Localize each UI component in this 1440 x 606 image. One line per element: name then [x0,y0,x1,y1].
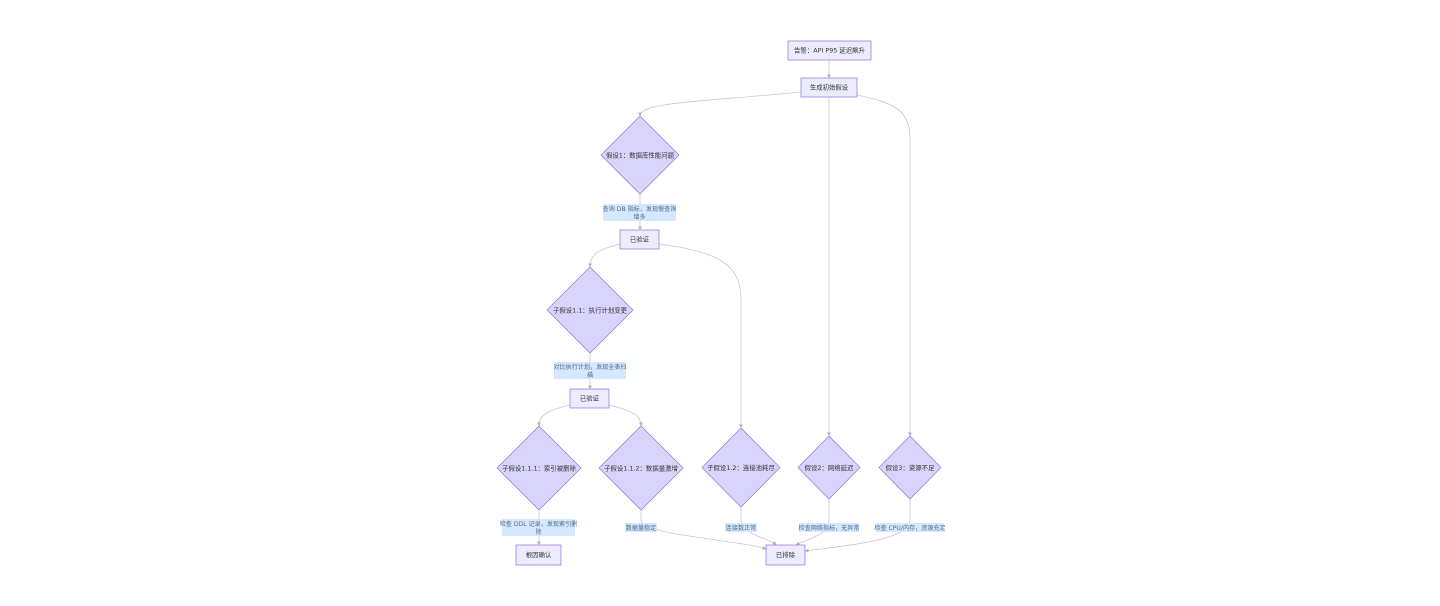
node-generate-hypotheses[interactable]: 生成初始假设 [800,77,858,98]
node-hypothesis-1-1-2[interactable]: 子假设1.1.2：数据量激增 [598,425,684,511]
svg-text:生成初始假设: 生成初始假设 [810,83,849,92]
node-hypothesis-3[interactable]: 假设3：资源不足 [878,435,942,500]
svg-text:已验证: 已验证 [580,394,600,403]
edge-generate-to-h3 [856,94,912,437]
svg-text:假设2：网络延迟: 假设2：网络延迟 [805,463,854,472]
svg-text:描: 描 [587,371,593,379]
svg-text:告警：API P95 延迟飙升: 告警：API P95 延迟飙升 [794,46,866,55]
node-hypothesis-1-2[interactable]: 子假设1.2：连接池耗尽 [701,427,781,508]
node-hypothesis-1[interactable]: 假设1：数据库性能问题 [600,115,680,195]
svg-text:已验证: 已验证 [630,235,650,244]
edge-label-ddl-log: 检查 DDL 记录，发现索引删 除 [500,519,578,536]
edge-verified1-to-h11 [588,243,621,268]
edge-label-db-metrics: 查询 DB 指标，发现慢查询 增多 [603,204,677,221]
edge-h12-to-excluded [740,507,777,546]
edge-verified2-to-h112 [608,404,643,427]
edge-verified2-to-h111 [537,404,571,427]
svg-text:对比执行计划，发现全表扫: 对比执行计划，发现全表扫 [553,363,626,371]
edge-verified1-to-h12 [658,243,743,429]
edge-h2-to-excluded [795,499,830,546]
svg-text:子假设1.1.1：索引被删除: 子假设1.1.1：索引被删除 [502,464,576,473]
svg-text:假设1：数据库性能问题: 假设1：数据库性能问题 [606,151,675,160]
node-root-cause-confirmed[interactable]: 根因确认 [515,544,562,566]
edge-label-conn-normal: 连接数正常 [725,523,757,532]
svg-text:根因确认: 根因确认 [526,550,552,559]
node-hypothesis-2[interactable]: 假设2：网络延迟 [797,435,861,500]
svg-text:子假设1.1.2：数据量激增: 子假设1.1.2：数据量激增 [604,464,678,473]
svg-text:子假设1.1：执行计划变更: 子假设1.1：执行计划变更 [553,306,628,315]
node-verified-1[interactable]: 已验证 [619,229,660,250]
svg-text:检查 DDL 记录，发现索引删: 检查 DDL 记录，发现索引删 [500,520,578,528]
svg-text:连接数正常: 连接数正常 [726,524,756,532]
edge-label-network-ok: 检查网络指标，无异常 [799,523,860,532]
nodes: 告警：API P95 延迟飙升 生成初始假设 已验证 已验证 根因确认 已排除 … [496,40,942,566]
svg-text:检查网络指标，无异常: 检查网络指标，无异常 [799,524,860,532]
edge-label-resource-ok: 检查 CPU/内存，资源充足 [874,523,946,532]
svg-text:假设3：资源不足: 假设3：资源不足 [886,463,935,472]
svg-text:数据量稳定: 数据量稳定 [626,524,656,532]
svg-text:增多: 增多 [633,213,645,221]
node-hypothesis-1-1[interactable]: 子假设1.1：执行计划变更 [546,266,634,354]
node-alert[interactable]: 告警：API P95 延迟飙升 [787,40,872,61]
node-hypothesis-1-1-1[interactable]: 子假设1.1.1：索引被删除 [496,425,582,511]
edge-label-data-stable: 数据量稳定 [625,523,657,532]
edge-generate-to-h1 [638,91,802,117]
svg-text:检查 CPU/内存，资源充足: 检查 CPU/内存，资源充足 [874,524,945,532]
node-verified-2[interactable]: 已验证 [569,388,610,409]
svg-text:除: 除 [535,528,541,536]
svg-text:已排除: 已排除 [776,550,796,559]
svg-text:查询 DB 指标，发现慢查询: 查询 DB 指标，发现慢查询 [603,205,677,213]
node-excluded[interactable]: 已排除 [765,544,806,566]
svg-text:子假设1.2：连接池耗尽: 子假设1.2：连接池耗尽 [707,463,775,472]
edge-labels: 查询 DB 指标，发现慢查询 增多 对比执行计划，发现全表扫 描 检查 DDL … [500,204,946,536]
edge-h3-to-excluded [804,499,911,553]
edge-label-compare-plan: 对比执行计划，发现全表扫 描 [553,362,627,379]
